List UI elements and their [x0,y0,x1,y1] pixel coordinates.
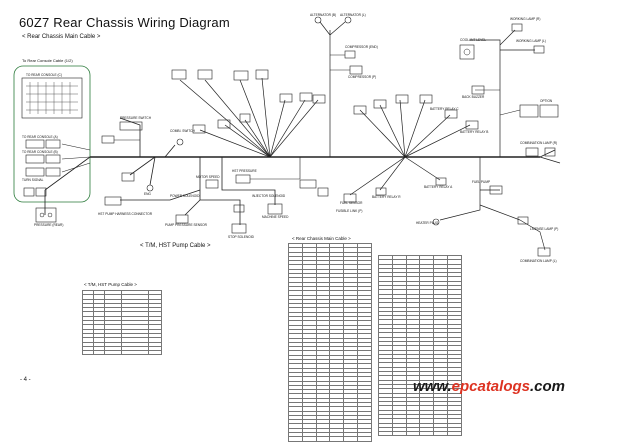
turn-signal-label: TURN SIGNAL [22,178,44,182]
tm-cable-subtitle: < T/M, HST Pump Cable > [140,243,211,249]
table-row [378,297,462,304]
eng-label: ENG [144,192,151,196]
table-row [288,436,372,442]
battery-relay-a-label: BATTERY RELAY A [424,185,453,189]
diagram-page: 60Z7 Rear Chassis Wiring Diagram < Rear … [13,13,566,442]
tm-pump-table-caption: < T/M, HST Pump Cable > [84,282,137,287]
main-cable-table-caption: < Rear Chassis Main Cable > [292,236,351,241]
injector-solenoid-label: INJECTOR SOLENOID [252,194,286,198]
main-cable-table-right [378,254,462,437]
page-title: 60Z7 Rear Chassis Wiring Diagram [19,15,230,30]
hst-pump-harness-label: HST PUMP HARNESS CONNECTOR [98,212,153,216]
compressor-end-label: COMPRESSOR (END) [345,45,378,49]
machine-speed-label: MACHINE SPEED [262,215,289,219]
power-solenoid-label: POWER SOLENOID [170,194,200,198]
watermark-brand: epcatalogs [451,378,530,395]
stop-solenoid-label: STOP SOLENOID [228,235,254,239]
working-lamp-l-label: WORKING LAMP (L) [516,39,546,43]
compressor-label: COMPRESSOR (P) [348,75,377,79]
license-lamp-label: LICENSE LAMP (P) [530,227,559,231]
alternator-l-label: ALTERNATOR (L) [340,13,366,17]
tm-pump-table [82,289,162,356]
hst-pressure-label: HST PRESSURE [232,169,257,173]
combi-switch-label: COMBI. SWITCH [170,129,195,133]
main-cable-subtitle: < Rear Chassis Main Cable > [22,34,101,40]
combination-lamp-r-label: COMBINATION LAMP (R) [520,141,558,145]
table-row [378,366,462,373]
fusible-link-label: FUSIBLE LINK (P) [336,209,363,213]
main-cable-table-left [288,242,372,442]
console-connector [21,77,83,119]
console-connector-label: TO REAR CONSOLE (C) [26,73,62,77]
table-row [378,431,462,437]
pump-pressure-label: PUMP PRESSURE SENSOR [165,223,207,227]
table-row [378,315,462,321]
pressure-switch-label: PRESSURE SWITCH [120,116,151,120]
battery-relay-b-label: BATTERY RELAY B [460,130,489,134]
option-label: OPTION [540,99,553,103]
battery-relay-c-label: BATTERY RELAY C [430,107,459,111]
watermark-logo: www.epcatalogs.com [413,378,565,395]
working-lamp-r-label: WORKING LAMP (R) [510,17,541,21]
heater-plug-label: HEATER PLUG [416,221,439,225]
fuel-sensor-label: FUEL SENSOR [340,201,363,205]
pressure-rear-label: PRESSURE (REAR) [34,223,64,227]
back-buzzer-label: BACK BUZZER [462,95,485,99]
to-console-caption: To Rear Console Cable (1/2) [22,58,73,63]
rear-console-a-label: TO REAR CONSOLE (A) [22,135,58,139]
rear-console-b-label: TO REAR CONSOLE (B) [22,150,58,154]
table-row [378,340,462,347]
combination-lamp-l-label: COMBINATION LAMP (L) [520,259,557,263]
wiring-drawing [13,16,561,257]
alternator-b-label: ALTERNATOR (B) [310,13,337,17]
fuel-pump-label: FUEL PUMP [472,180,491,184]
coolant-level-label: COOLANT LEVEL [460,38,487,42]
watermark-prefix: www. [413,378,452,395]
motor-speed-label: MOTOR SPEED [196,175,220,179]
console-outline [13,65,91,203]
page-number: - 4 - [20,377,31,383]
watermark-suffix: .com [530,378,566,395]
table-row [288,337,372,343]
battery-relay-r-label: BATTERY RELAY R [372,195,401,199]
